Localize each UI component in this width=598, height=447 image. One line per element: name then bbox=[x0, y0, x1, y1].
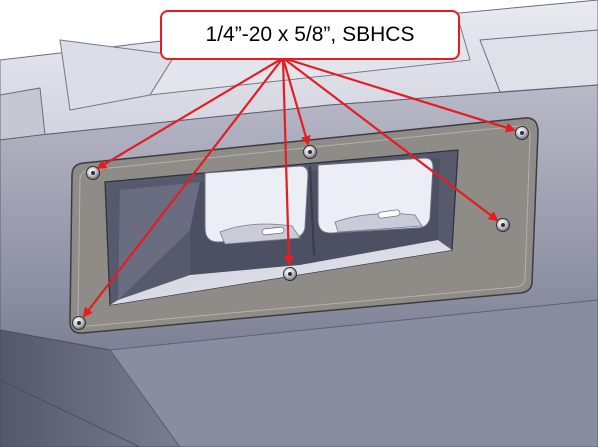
bolt-icon bbox=[72, 316, 86, 330]
callout-arrows bbox=[82, 56, 516, 318]
arrow-to-bolt-bottom-left bbox=[82, 57, 284, 318]
callout-label: 1/4”-20 x 5/8”, SBHCS bbox=[205, 23, 415, 46]
bolt-icon bbox=[515, 126, 529, 140]
arrow-to-bolt-top-left bbox=[96, 57, 284, 170]
bolt-icon bbox=[283, 267, 297, 281]
arrow-to-bolt-top-right bbox=[282, 56, 516, 133]
bolt-icon bbox=[303, 145, 317, 159]
bolt-icon bbox=[86, 166, 100, 180]
plate-opening bbox=[104, 149, 459, 306]
fastener-callout: 1/4”-20 x 5/8”, SBHCS bbox=[160, 10, 460, 60]
arrow-to-bolt-bottom-middle bbox=[281, 57, 294, 266]
arrow-to-bolt-right bbox=[282, 57, 499, 222]
bolt-icon bbox=[496, 218, 510, 232]
arrow-to-bolt-top-middle bbox=[281, 57, 311, 146]
bolt-heads bbox=[72, 126, 529, 330]
